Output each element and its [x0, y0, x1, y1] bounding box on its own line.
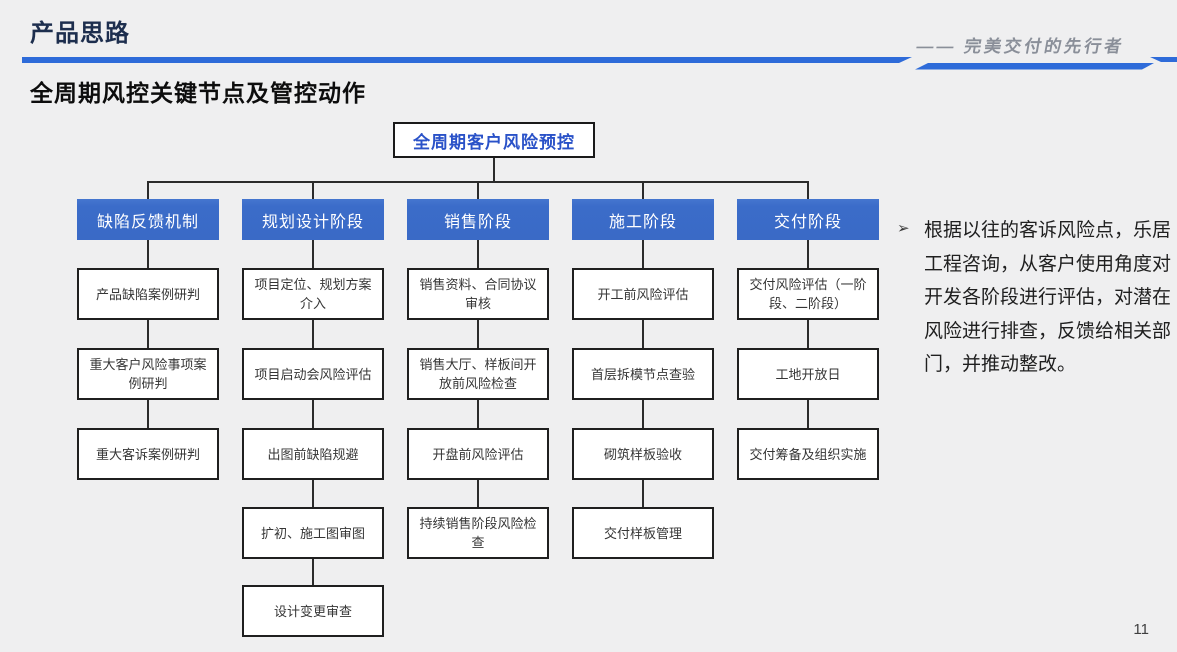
connector-line	[147, 400, 149, 428]
stage-header-delivery: 交付阶段	[737, 199, 879, 240]
flow-node: 工地开放日	[737, 348, 879, 400]
connector-line	[493, 158, 495, 182]
annotation-text: 根据以往的客诉风险点，乐居工程咨询，从客户使用角度对开发各阶段进行评估，对潜在风…	[924, 220, 1172, 375]
connector-line	[147, 181, 149, 200]
diagram-root-node: 全周期客户风险预控	[393, 122, 595, 158]
flow-node: 项目启动会风险评估	[242, 348, 384, 400]
connector-line	[147, 320, 149, 348]
connector-line	[642, 320, 644, 348]
connector-line	[807, 181, 809, 200]
connector-line	[312, 181, 314, 200]
flow-node: 交付筹备及组织实施	[737, 428, 879, 480]
connector-line	[642, 480, 644, 507]
page-title: 产品思路	[30, 20, 130, 47]
connector-line	[477, 400, 479, 428]
connector-line	[642, 181, 644, 200]
connector-line	[807, 320, 809, 348]
flow-node: 设计变更审查	[242, 585, 384, 637]
stage-header-planning-design: 规划设计阶段	[242, 199, 384, 240]
flow-node: 产品缺陷案例研判	[77, 268, 219, 320]
connector-line	[312, 400, 314, 428]
flow-node: 项目定位、规划方案介入	[242, 268, 384, 320]
flow-node: 重大客诉案例研判	[77, 428, 219, 480]
flow-node: 重大客户风险事项案例研判	[77, 348, 219, 400]
flow-node: 交付风险评估（一阶段、二阶段）	[737, 268, 879, 320]
flow-node: 开工前风险评估	[572, 268, 714, 320]
arrow-bullet-icon: ➢	[897, 220, 910, 237]
flow-node: 开盘前风险评估	[407, 428, 549, 480]
flow-node: 扩初、施工图审图	[242, 507, 384, 559]
stage-header-construction: 施工阶段	[572, 199, 714, 240]
connector-line	[312, 240, 314, 268]
connector-line	[477, 240, 479, 268]
flow-node: 出图前缺陷规避	[242, 428, 384, 480]
connector-line	[477, 480, 479, 507]
stage-header-sales: 销售阶段	[407, 199, 549, 240]
connector-line	[312, 320, 314, 348]
connector-line	[477, 181, 479, 200]
connector-line	[312, 559, 314, 585]
connector-line	[807, 400, 809, 428]
header-underline-decoration	[22, 57, 1177, 70]
connector-line	[642, 400, 644, 428]
flow-node: 首层拆模节点查验	[572, 348, 714, 400]
flow-node: 交付样板管理	[572, 507, 714, 559]
stage-header-defect-feedback: 缺陷反馈机制	[77, 199, 219, 240]
connector-line	[642, 240, 644, 268]
connector-line	[312, 480, 314, 507]
connector-line	[477, 320, 479, 348]
connector-line	[807, 240, 809, 268]
page-number: 11	[1133, 621, 1149, 638]
flow-node: 持续销售阶段风险检查	[407, 507, 549, 559]
connector-line	[147, 240, 149, 268]
flow-node: 砌筑样板验收	[572, 428, 714, 480]
annotation-block: ➢ 根据以往的客诉风险点，乐居工程咨询，从客户使用角度对开发各阶段进行评估，对潜…	[897, 214, 1173, 382]
section-title: 全周期风控关键节点及管控动作	[30, 80, 366, 106]
flow-node: 销售大厅、样板间开放前风险检查	[407, 348, 549, 400]
flow-node: 销售资料、合同协议审核	[407, 268, 549, 320]
